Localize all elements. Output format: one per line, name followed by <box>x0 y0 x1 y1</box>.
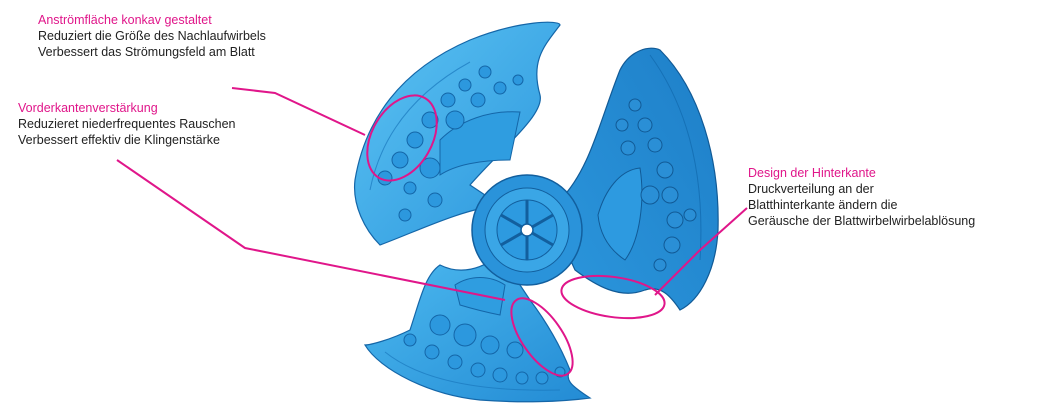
fan-hub <box>472 175 582 285</box>
leader-line-concave <box>232 88 365 135</box>
blade-right <box>560 48 718 310</box>
